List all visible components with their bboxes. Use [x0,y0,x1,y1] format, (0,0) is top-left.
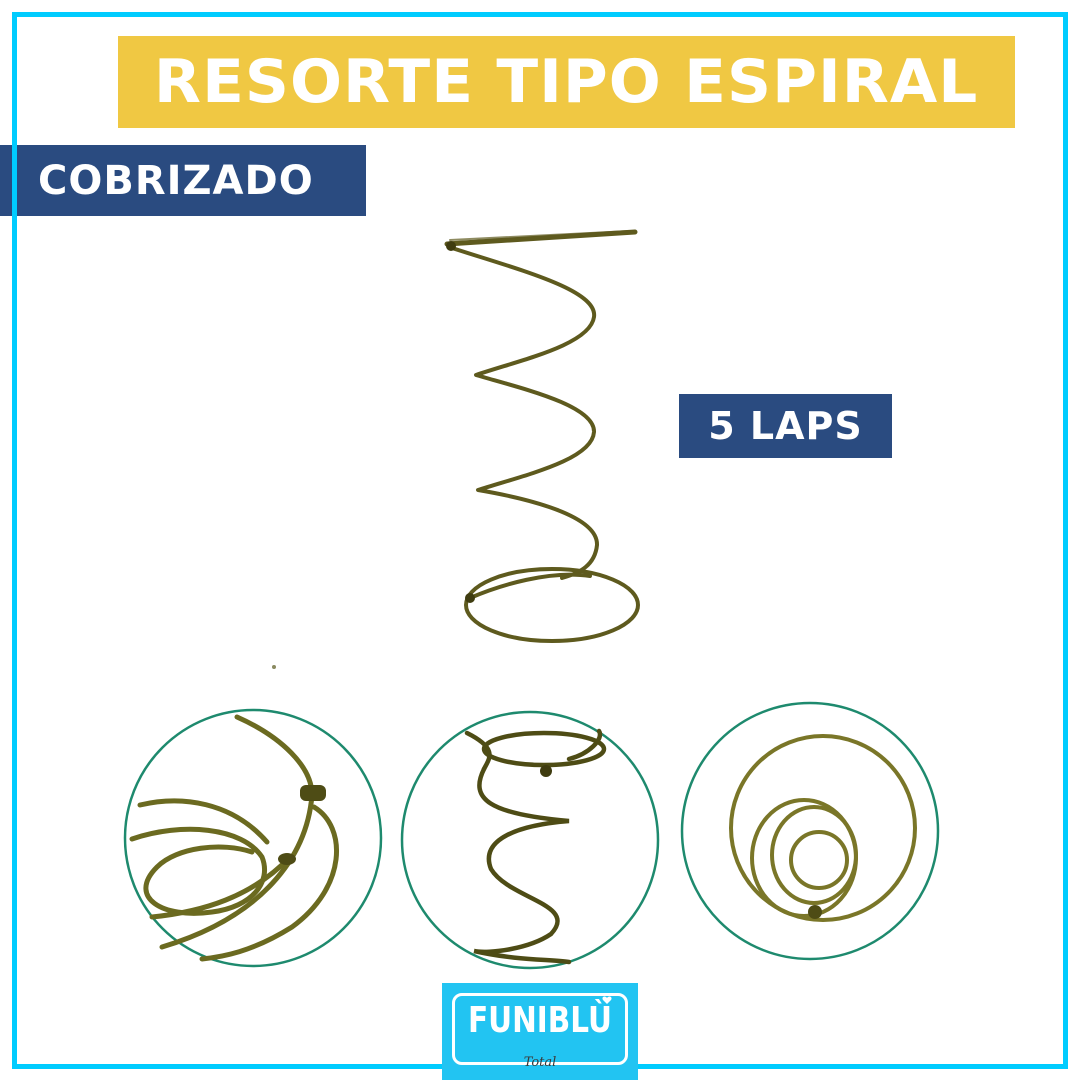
finish-badge: COBRIZADO [0,145,366,216]
page-title: RESORTE TIPO ESPIRAL [154,47,979,117]
speck [272,665,276,669]
finish-label: COBRIZADO [38,157,314,204]
coil-spring-illustration-icon [430,220,660,650]
brand-logo: FUNIBLÙ Total [442,983,638,1080]
brand-tagline: Total [523,1055,557,1070]
spring-top-view-closeup-icon [679,700,941,962]
spring-side-closeup-icon [399,709,661,971]
spring-knot-closeup-icon [122,707,384,969]
laps-label: 5 LAPS [708,404,863,448]
brand-name: FUNIBLÙ [467,1000,613,1041]
heart-icon [602,995,612,1005]
title-banner: RESORTE TIPO ESPIRAL [118,36,1015,128]
logo-outline [452,993,628,1065]
laps-badge: 5 LAPS [679,394,892,458]
